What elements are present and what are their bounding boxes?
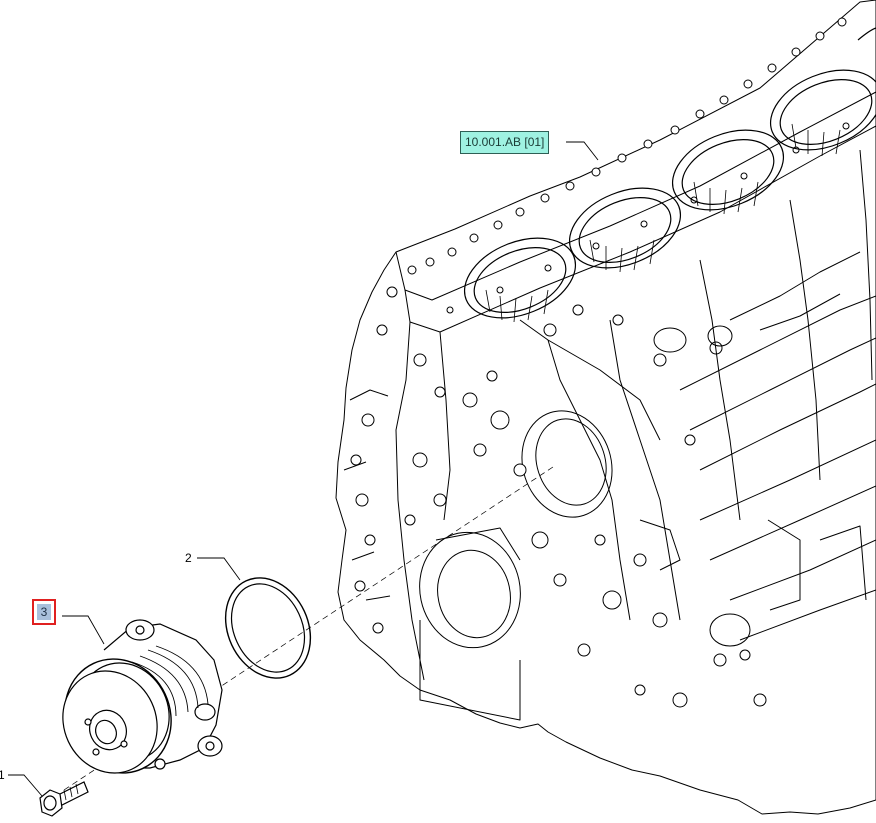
callout-item-2[interactable]: 2: [185, 551, 192, 565]
callout-item-3-selected[interactable]: 3: [32, 599, 56, 625]
bolt: [39, 781, 89, 817]
water-pump: [62, 619, 223, 774]
callout-item-3-label: 3: [37, 604, 51, 620]
reference-tag-link[interactable]: 10.001.AB [01]: [460, 131, 550, 154]
callout-item-1[interactable]: 1: [0, 768, 5, 782]
engine-block: [335, 0, 876, 815]
o-ring-seal: [224, 577, 312, 679]
leader-lines: [8, 141, 599, 797]
